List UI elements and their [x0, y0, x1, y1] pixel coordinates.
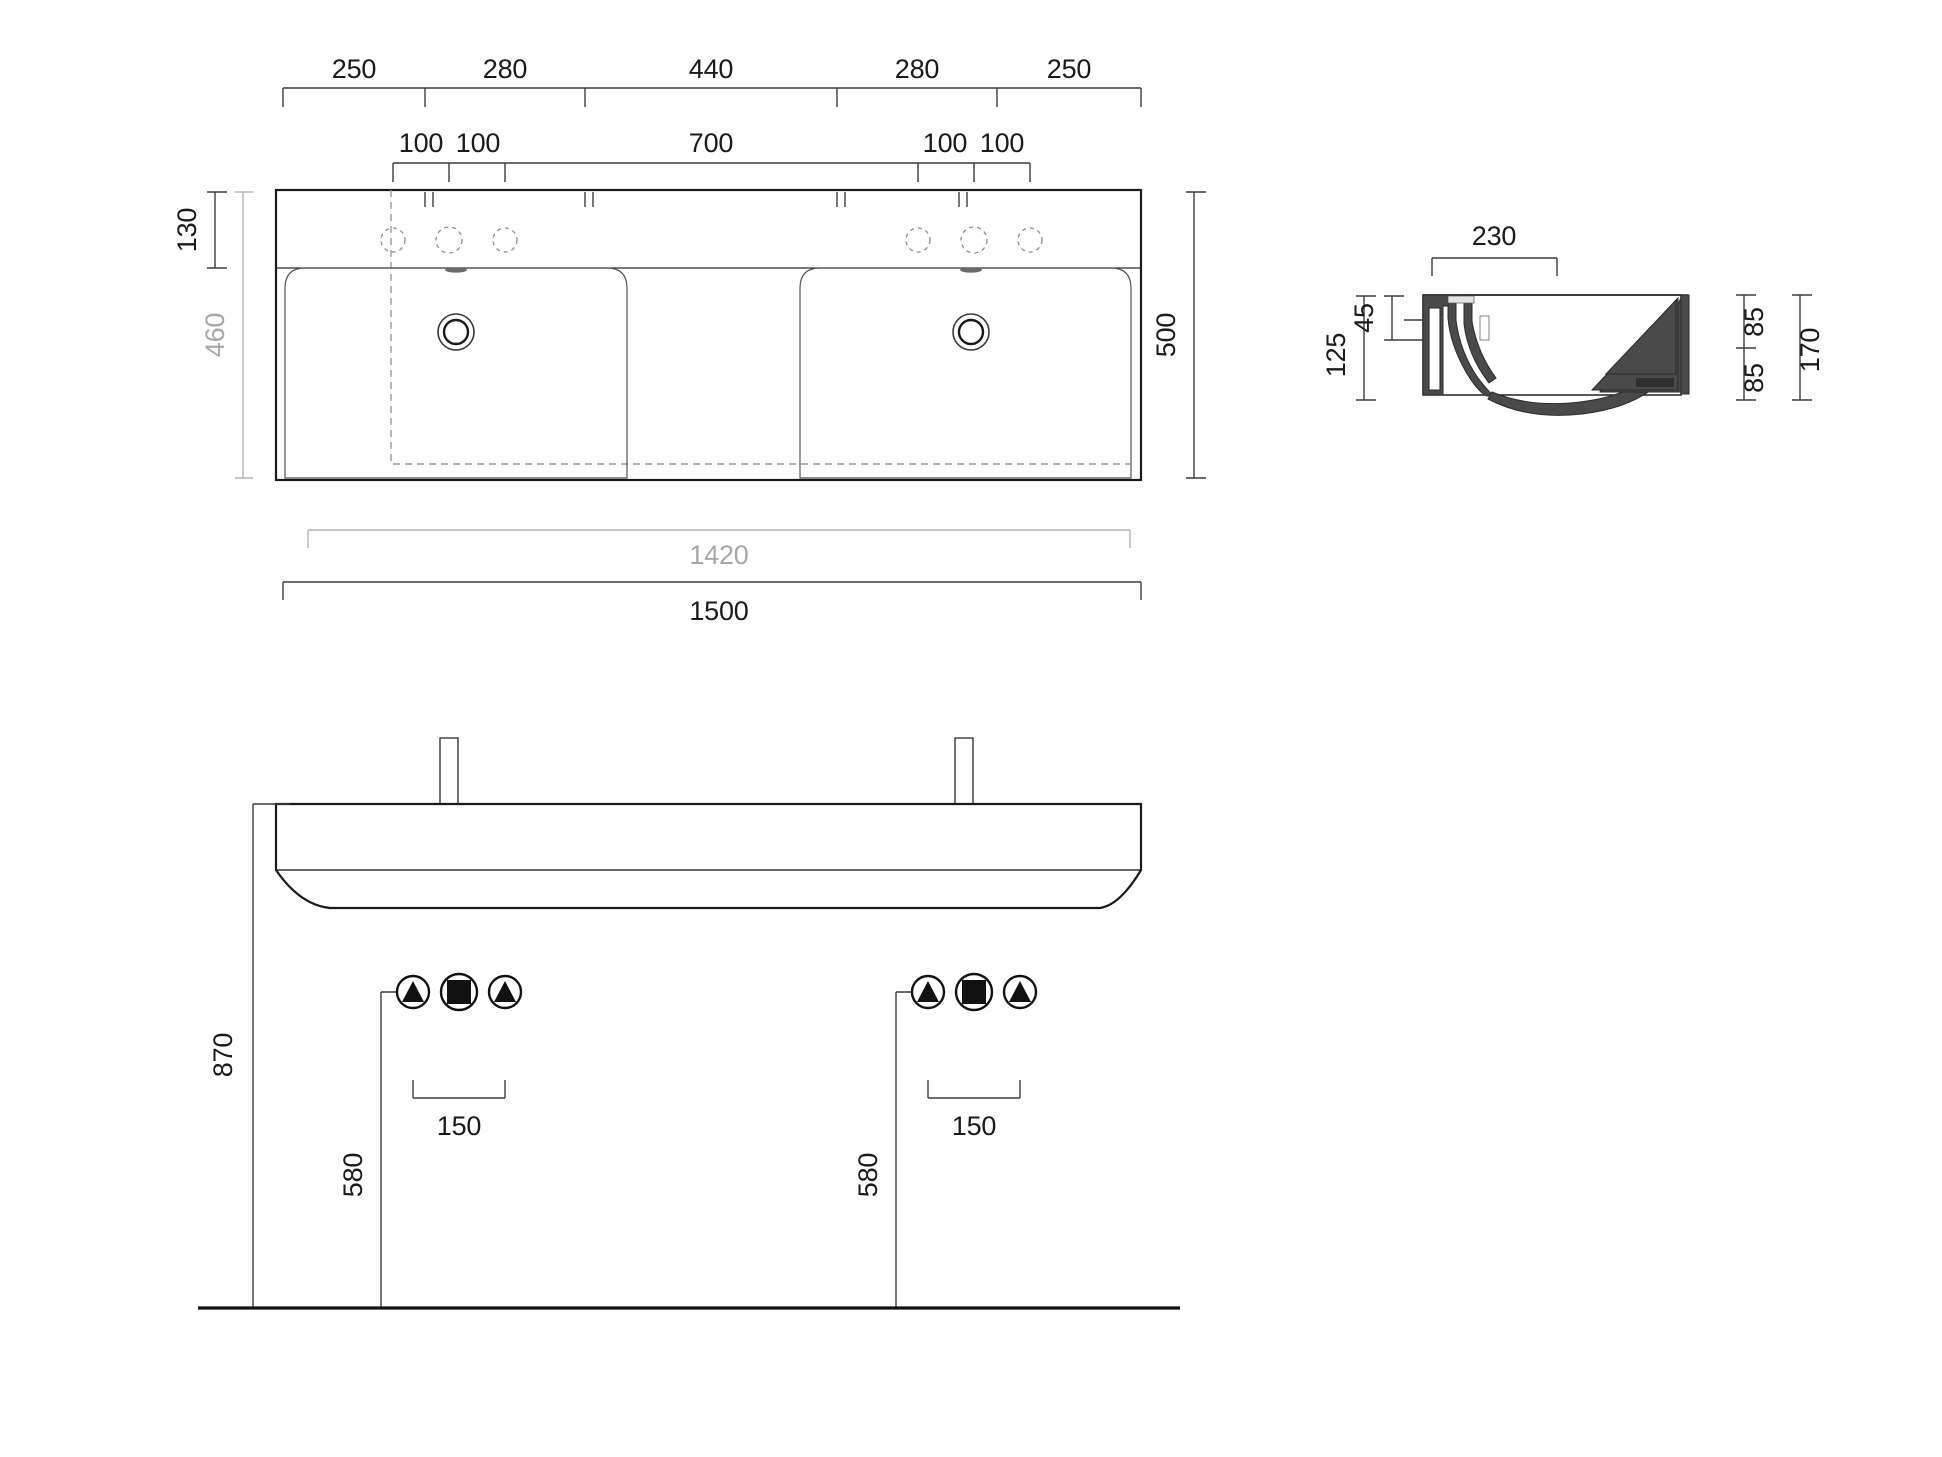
- section-right-dimension-170: [1792, 294, 1812, 401]
- dim-label: 100: [923, 128, 967, 158]
- dim-label: 85: [1739, 307, 1769, 337]
- dim-label: 100: [980, 128, 1024, 158]
- plan-bottom-dimension-1420: [307, 529, 1131, 548]
- elevation-basin-body: [274, 802, 1143, 910]
- plan-bottom-dimension-1500: [282, 581, 1142, 600]
- dim-label: 150: [952, 1111, 996, 1141]
- dim-label: 280: [483, 54, 527, 84]
- dim-label: 870: [208, 1033, 238, 1077]
- dim-label: 85: [1739, 363, 1769, 393]
- plan-left-dimension-130: [207, 191, 227, 269]
- plan-view-group: [207, 87, 1206, 600]
- dim-label: 580: [338, 1153, 368, 1197]
- dim-label: 130: [172, 208, 202, 252]
- plan-left-dimension-460: [235, 191, 253, 479]
- section-body: [1422, 294, 1690, 416]
- section-right-dimension-85-upper: [1736, 294, 1756, 349]
- elevation-dimension-870: [252, 803, 290, 1308]
- dim-label: 150: [437, 1111, 481, 1141]
- dim-label: 45: [1349, 303, 1379, 333]
- dim-label: 250: [332, 54, 376, 84]
- section-left-dimension-45: [1384, 295, 1423, 341]
- section-top-dimension-230: [1431, 257, 1558, 276]
- section-left-dimension-125: [1356, 295, 1376, 401]
- plan-basin-outline: [274, 188, 1143, 482]
- elevation-view-group: [198, 737, 1180, 1310]
- elevation-rough-in-left: [373, 972, 523, 1309]
- dim-label: 1420: [689, 540, 748, 570]
- dim-label: 500: [1151, 313, 1181, 357]
- section-view-group: [1356, 257, 1812, 416]
- dim-label: 700: [689, 128, 733, 158]
- dim-label: 580: [853, 1153, 883, 1197]
- dim-label: 100: [399, 128, 443, 158]
- plan-tap-holes: [380, 192, 1043, 254]
- dim-label: 230: [1472, 221, 1516, 251]
- dim-label: 100: [456, 128, 500, 158]
- dim-label: 1500: [689, 596, 748, 626]
- section-right-dimension-85-lower: [1736, 348, 1756, 401]
- dim-label: 170: [1795, 328, 1825, 372]
- plan-top-dimension-row-1: [282, 87, 1142, 107]
- plan-left-basin-bowl: [284, 267, 628, 479]
- dim-label: 460: [200, 313, 230, 357]
- dimension-labels: 250 280 440 280 250 100 100 700 100 100 …: [172, 54, 1825, 1197]
- elevation-taps: [439, 737, 974, 805]
- plan-top-dimension-row-2: [392, 162, 1031, 182]
- dim-label: 440: [689, 54, 733, 84]
- dim-label: 250: [1047, 54, 1091, 84]
- plan-right-basin-bowl: [799, 267, 1132, 479]
- dim-label: 280: [895, 54, 939, 84]
- plan-right-dimension-500: [1186, 191, 1206, 479]
- elevation-rough-in-right: [888, 972, 1038, 1309]
- dim-label: 125: [1321, 333, 1351, 377]
